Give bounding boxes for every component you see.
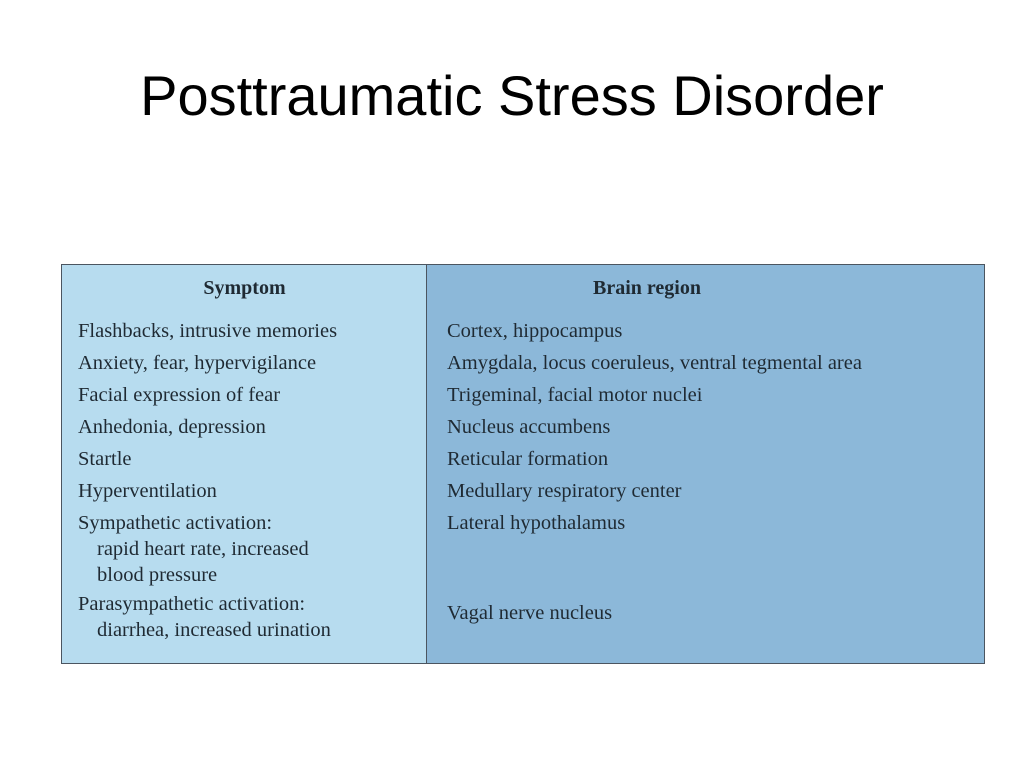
symptom-text: Facial expression of fear	[78, 384, 281, 406]
symptom-detail: diarrhea, increased urination	[97, 619, 331, 641]
brain-region-row: Nucleus accumbens	[447, 416, 611, 438]
symptom-row: Parasympathetic activation: diarrhea, in…	[78, 588, 337, 643]
brain-region-row: Trigeminal, facial motor nuclei	[447, 384, 703, 406]
symptom-list: Flashbacks, intrusive memories Anxiety, …	[78, 315, 337, 643]
brain-region-row: Lateral hypothalamus	[447, 512, 626, 534]
row-spacer	[447, 539, 862, 597]
brain-region-row: Reticular formation	[447, 448, 609, 470]
symptom-text: Anxiety, fear, hypervigilance	[78, 352, 317, 374]
symptom-region-table: Symptom Flashbacks, intrusive memories A…	[61, 264, 985, 664]
brain-region-row: Medullary respiratory center	[447, 480, 682, 502]
symptom-row: Anhedonia, depression	[78, 411, 337, 443]
symptom-detail: rapid heart rate, increased	[97, 538, 309, 560]
slide-title: Posttraumatic Stress Disorder	[140, 64, 884, 127]
symptom-row: Sympathetic activation: rapid heart rate…	[78, 507, 337, 588]
symptom-text: Parasympathetic activation:	[78, 593, 306, 615]
symptom-text: Startle	[78, 448, 132, 470]
symptom-row: Anxiety, fear, hypervigilance	[78, 347, 337, 379]
symptom-row: Flashbacks, intrusive memories	[78, 315, 337, 347]
brain-region-row: Cortex, hippocampus	[447, 320, 623, 342]
symptom-row: Hyperventilation	[78, 475, 337, 507]
symptom-header: Symptom	[203, 277, 286, 299]
brain-region-column: Brain region Cortex, hippocampus Amygdal…	[427, 265, 984, 663]
symptom-text: Anhedonia, depression	[78, 416, 266, 438]
brain-region-header: Brain region	[593, 277, 701, 299]
symptom-column: Symptom Flashbacks, intrusive memories A…	[62, 265, 427, 663]
symptom-row: Startle	[78, 443, 337, 475]
symptom-text: Flashbacks, intrusive memories	[78, 320, 338, 342]
brain-region-list: Cortex, hippocampus Amygdala, locus coer…	[447, 315, 862, 629]
brain-region-row: Amygdala, locus coeruleus, ventral tegme…	[447, 352, 862, 374]
symptom-detail: blood pressure	[97, 564, 218, 586]
symptom-row: Facial expression of fear	[78, 379, 337, 411]
symptom-text: Sympathetic activation:	[78, 512, 273, 534]
brain-region-row: Vagal nerve nucleus	[447, 602, 613, 624]
symptom-text: Hyperventilation	[78, 480, 217, 502]
